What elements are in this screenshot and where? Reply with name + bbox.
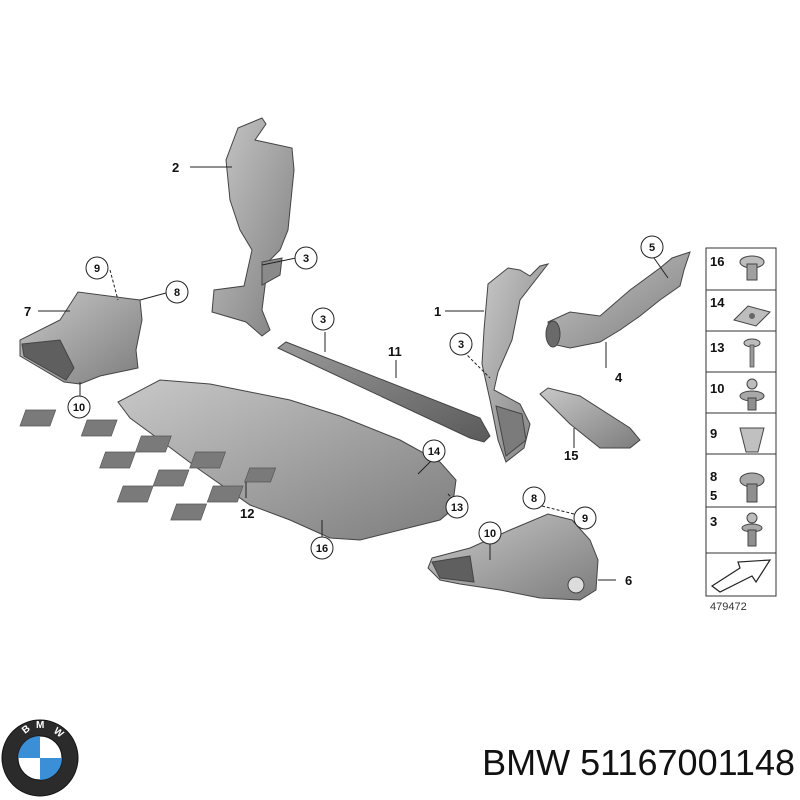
part-6-right-air-guide [427,513,599,601]
circled-callouts: 9 8 3 10 3 3 5 14 [67,235,664,560]
bmw-logo-icon: B M W [1,719,79,797]
callout-4: 4 [615,370,623,385]
part-number-caption: BMW 51167001148 [482,742,795,783]
expanding-nut-9-icon [739,427,765,453]
callout-6: 6 [625,573,632,588]
table-row-5-label: 5 [710,488,717,503]
callout-14: 14 [422,439,446,463]
svg-text:10: 10 [73,402,85,414]
callout-8-left: 8 [165,280,189,304]
part-1-right-duct [481,263,550,463]
part-2-air-duct [211,117,295,337]
table-row-13-label: 13 [710,340,724,355]
callout-12: 12 [240,506,254,521]
callout-13: 13 [445,495,469,519]
table-row-10-label: 10 [710,381,724,396]
callout-16: 16 [310,536,334,560]
part-12-underbody-panel [19,379,457,541]
diagram-reference-number: 479472 [710,601,747,613]
rivet-10-icon [739,378,765,411]
part-11-cross-strip [277,341,491,443]
svg-text:3: 3 [303,253,309,265]
svg-text:9: 9 [582,513,588,525]
direction-arrow-icon [710,559,772,593]
callout-2: 2 [172,160,179,175]
svg-text:16: 16 [316,543,328,555]
table-row-8-label: 8 [710,469,717,484]
table-row-14-label: 14 [710,295,725,310]
callout-1: 1 [434,304,441,319]
rivet-3-icon [741,512,763,547]
screw-16-icon [739,255,765,281]
svg-text:M: M [36,720,44,731]
svg-text:13: 13 [451,502,463,514]
callout-3-middle: 3 [311,307,335,331]
rivet-8-5-icon [739,472,765,503]
table-row-9-label: 9 [710,426,717,441]
svg-text:3: 3 [458,339,464,351]
callout-3-right: 3 [449,332,473,356]
svg-text:8: 8 [174,287,180,299]
svg-text:3: 3 [320,314,326,326]
callout-8-right: 8 [522,486,546,510]
callout-10-right: 10 [478,521,502,545]
svg-text:14: 14 [428,446,441,458]
svg-text:8: 8 [531,493,537,505]
callout-3-top: 3 [294,246,318,270]
svg-text:10: 10 [484,528,496,540]
callout-9-left: 9 [85,256,109,280]
callout-11: 11 [388,344,402,359]
screw-13-icon [743,338,761,368]
callout-labels: 2 7 11 1 4 15 12 6 [24,160,632,588]
callout-10-left: 10 [67,395,91,419]
callout-7: 7 [24,304,31,319]
table-row-3-label: 3 [710,514,717,529]
part-4-air-hose [545,251,691,349]
part-7-left-air-guide [19,291,143,385]
fasteners-table: 16 14 13 10 9 8 5 3 [705,247,777,597]
callout-9-right: 9 [573,506,597,530]
callout-5: 5 [640,235,664,259]
callout-15: 15 [564,448,578,463]
svg-text:9: 9 [94,263,100,275]
leader-lines [38,166,669,581]
svg-text:5: 5 [649,242,655,254]
part-15-bracket [539,387,641,449]
clip-nut-14-icon [733,305,771,327]
table-row-16-label: 16 [710,254,724,269]
